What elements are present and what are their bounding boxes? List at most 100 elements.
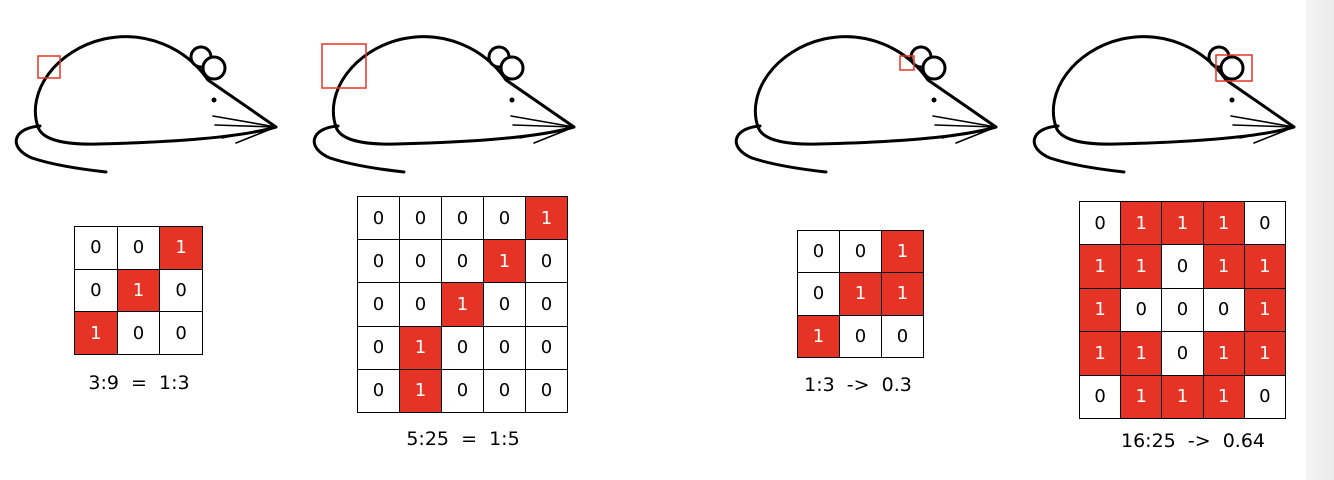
- grid-cell: 1: [1120, 200, 1163, 246]
- grid-cell: 0: [357, 195, 400, 241]
- grid-cell: 1: [1120, 374, 1163, 420]
- mouse-illustration-3: [728, 30, 1003, 180]
- grid-cell: 0: [159, 268, 203, 313]
- grid-cell: 1: [797, 314, 840, 359]
- whisker-1: [212, 115, 277, 128]
- grid-cell: 1: [1202, 374, 1245, 420]
- grid-cell: 0: [1243, 200, 1287, 246]
- whisker-2: [214, 124, 277, 128]
- grid-cell: 0: [1078, 200, 1122, 246]
- ear-front: [201, 55, 227, 81]
- grid-cell: 1: [1202, 200, 1245, 246]
- eye: [931, 97, 937, 103]
- grid-cell: 0: [483, 368, 526, 414]
- grid-cell: 1: [483, 239, 526, 284]
- scroll-edge: [1306, 0, 1334, 480]
- ratio-caption-1: 3:9 = 1:3: [88, 372, 190, 394]
- grid-cell: 1: [159, 226, 203, 270]
- grid-cell: 1: [116, 268, 161, 313]
- grid-cell: 1: [881, 272, 924, 316]
- grid-cell: 1: [1161, 374, 1204, 420]
- mouse-illustration-1: [8, 30, 283, 180]
- grid-cell: 0: [116, 311, 161, 355]
- grid-cell: 0: [525, 325, 568, 370]
- grid-cell: 1: [839, 272, 882, 316]
- grid-cell: 1: [1120, 244, 1163, 289]
- grid-cell: 1: [74, 311, 118, 355]
- grid-cell: 0: [399, 195, 442, 241]
- tail: [14, 124, 108, 174]
- mouse-drawing: [14, 35, 278, 174]
- whisker-1: [1230, 115, 1295, 128]
- grid-cell: 1: [1120, 331, 1163, 376]
- grid-cell: 1: [1243, 287, 1287, 333]
- body-outline: [33, 35, 278, 146]
- grid-cell: 0: [1243, 374, 1287, 420]
- tail: [1032, 124, 1126, 174]
- whisker-3: [941, 126, 997, 139]
- grid-cell: 1: [1078, 244, 1122, 289]
- grid-cell: 0: [441, 368, 484, 414]
- ear-front: [499, 55, 525, 81]
- grid-cell: 1: [441, 282, 484, 327]
- grid-cell: 0: [399, 239, 442, 284]
- mouse-drawing: [312, 35, 576, 174]
- grid-cell: 1: [1243, 331, 1287, 376]
- grid-cell: 0: [441, 239, 484, 284]
- grid-cell: 1: [1161, 200, 1204, 246]
- grid-cell: 1: [1202, 244, 1245, 289]
- mouse-drawing: [1032, 35, 1296, 174]
- ratio-caption-4: 16:25 -> 0.64: [1121, 430, 1265, 452]
- grid-cell: 0: [357, 282, 400, 327]
- whisker-3: [221, 126, 277, 139]
- whisker-2: [512, 124, 575, 128]
- grid-cell: 0: [881, 314, 924, 359]
- whisker-3: [519, 126, 575, 139]
- ratio-caption-2: 5:25 = 1:5: [406, 428, 520, 450]
- grid-cell: 1: [399, 325, 442, 370]
- whisker-4: [1253, 126, 1295, 144]
- grid-cell: 0: [483, 325, 526, 370]
- grid-cell: 0: [1161, 287, 1204, 333]
- receptive-field-frame: [1215, 54, 1253, 82]
- grid-cell: 0: [839, 229, 882, 274]
- grid-cell: 0: [525, 239, 568, 284]
- grid-cell: 0: [441, 195, 484, 241]
- ear-front: [1219, 55, 1245, 81]
- body-outline: [331, 35, 576, 146]
- tail: [312, 124, 406, 174]
- grid-cell: 0: [116, 226, 161, 270]
- grid-cell: 0: [797, 229, 840, 274]
- whisker-3: [1239, 126, 1295, 139]
- grid-cell: 0: [357, 368, 400, 414]
- mouse-drawing: [734, 35, 998, 174]
- eye: [211, 97, 217, 103]
- mouse-illustration-2: [306, 30, 581, 180]
- grid-cell: 0: [74, 268, 118, 313]
- ratio-caption-3: 1:3 -> 0.3: [804, 374, 912, 396]
- grid-cell: 0: [441, 325, 484, 370]
- grid-cell: 0: [525, 368, 568, 414]
- grid-cell: 0: [483, 282, 526, 327]
- whisker-2: [1232, 124, 1295, 128]
- body-outline: [1051, 35, 1296, 146]
- receptive-field-frame: [321, 43, 367, 89]
- grid-cell: 0: [1202, 287, 1245, 333]
- whisker-4: [235, 126, 277, 144]
- grid-cell: 1: [1243, 244, 1287, 289]
- grid-cell: 1: [1202, 331, 1245, 376]
- grid-cell: 0: [1161, 331, 1204, 376]
